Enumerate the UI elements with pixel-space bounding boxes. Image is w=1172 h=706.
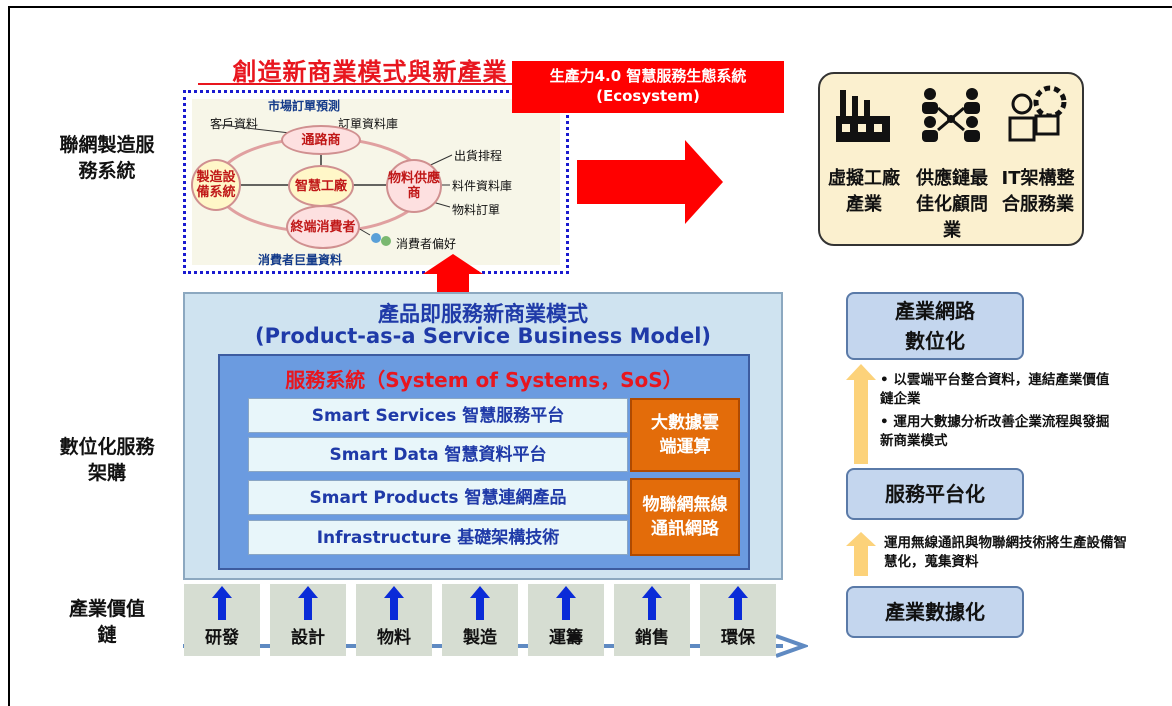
blue-up-arrows — [212, 586, 748, 620]
ecosystem-title: 生產力4.0 智慧服務生態系統 — [549, 67, 747, 85]
vc-logistics: 運籌 — [549, 628, 583, 648]
network-people-icon — [922, 88, 980, 142]
sos-title: 服務系統（System of Systems，SoS） — [285, 368, 683, 392]
industry-supply-chain: 供應鏈最佳化顧問業 — [916, 168, 988, 241]
vc-material: 物料 — [377, 628, 411, 648]
material-order-label: 物料訂單 — [452, 203, 501, 217]
yellow-up-arrow-icon — [846, 532, 876, 576]
box-data-industry: 產業數據化 — [846, 586, 1024, 638]
row-smart-data: Smart Data 智慧資料平台 — [248, 437, 628, 472]
row-infrastructure: Infrastructure 基礎架構技術 — [248, 520, 628, 555]
consumer-pref-label: 消費者偏好 — [396, 237, 457, 251]
bullet-wireless-iot: 運用無線通訊與物聯網技術將生產設備智慧化，蒐集資料 — [884, 535, 1127, 570]
vc-sales: 銷售 — [635, 628, 669, 648]
ecosystem-banner: 生產力4.0 智慧服務生態系統 (Ecosystem) — [512, 61, 784, 113]
red-right-arrow-icon — [577, 140, 723, 224]
consumer-bigdata-label: 消費者巨量資料 — [258, 253, 343, 267]
vc-design: 設計 — [291, 628, 325, 648]
paas-title-en: (Product-as-a Service Business Model) — [255, 324, 711, 348]
sos-box: 服務系統（System of Systems，SoS） Smart Servic… — [218, 354, 750, 570]
consumer-people-icon — [371, 233, 381, 243]
label-digital-architecture: 數位化服務架購 — [59, 436, 155, 484]
iot-wireless-box: 物聯網無線通訊網路 — [630, 478, 740, 556]
label-networked-mfg: 聯網製造服務系統 — [59, 134, 155, 182]
shipping-label: 出貨排程 — [454, 149, 503, 163]
node-consumer: 終端消費者 — [286, 205, 360, 249]
row-smart-services: Smart Services 智慧服務平台 — [248, 398, 628, 433]
row-smart-products: Smart Products 智慧連網產品 — [248, 480, 628, 515]
bullet-text: 運用大數據分析改善企業流程與發掘新商業模式 — [880, 414, 1110, 449]
node-smart-factory: 智慧工廠 — [288, 165, 354, 207]
yellow-up-arrow-icon — [846, 364, 876, 464]
ecosystem-subtitle: (Ecosystem) — [596, 87, 700, 105]
factory-icon — [836, 90, 890, 142]
vc-environment: 環保 — [721, 628, 755, 648]
red-up-arrow-icon — [423, 254, 483, 294]
industry-virtual-factory: 虛擬工廠產業 — [828, 168, 900, 215]
node-manufacturing: 製造設備系統 — [191, 159, 241, 211]
paas-title-cn: 產品即服務新商業模式 — [378, 302, 588, 326]
industry-it-integration: IT架構整合服務業 — [1001, 168, 1075, 215]
industries-box: 虛擬工廠產業 供應鏈最佳化顧問業 IT架構整合服務業 — [818, 72, 1084, 246]
label-value-chain: 產業價值鏈 — [68, 598, 145, 646]
network-links — [214, 124, 453, 246]
box-service-platform: 服務平台化 — [846, 468, 1024, 520]
market-forecast-label: 市場訂單預測 — [268, 99, 341, 113]
order-db-label: 訂單資料庫 — [338, 117, 399, 131]
value-chain-arrow-icon — [775, 634, 808, 658]
page-frame — [8, 6, 1172, 706]
vc-manufacturing: 製造 — [463, 628, 497, 648]
title-underline — [198, 83, 543, 85]
node-channel: 通路商 — [281, 125, 361, 155]
network-diagram: 市場訂單預測 客戶資料 訂單資料庫 出貨排程 料件資料庫 物料訂單 消費者偏好 … — [183, 90, 569, 274]
material-db-label: 料件資料庫 — [452, 179, 513, 193]
bullet-text: 以雲端平台整合資料，連結產業價值鏈企業 — [880, 372, 1110, 407]
bullet-cloud-integration: • 以雲端平台整合資料，連結產業價值鏈企業 — [880, 372, 1110, 407]
bullet-bigdata-analysis: • 運用大數據分析改善企業流程與發掘新商業模式 — [880, 414, 1110, 449]
vc-rd: 研發 — [205, 628, 239, 648]
node-supplier: 物料供應商 — [386, 159, 442, 213]
top-title: 創造新商業模式與新產業 — [232, 58, 508, 86]
bigdata-cloud-box: 大數據雲端運算 — [630, 398, 740, 472]
it-engineer-icon — [1008, 85, 1067, 142]
box-network-digitalization: 產業網路數位化 — [846, 292, 1024, 360]
paas-model-box: 產品即服務新商業模式 (Product-as-a Service Busines… — [183, 292, 783, 580]
